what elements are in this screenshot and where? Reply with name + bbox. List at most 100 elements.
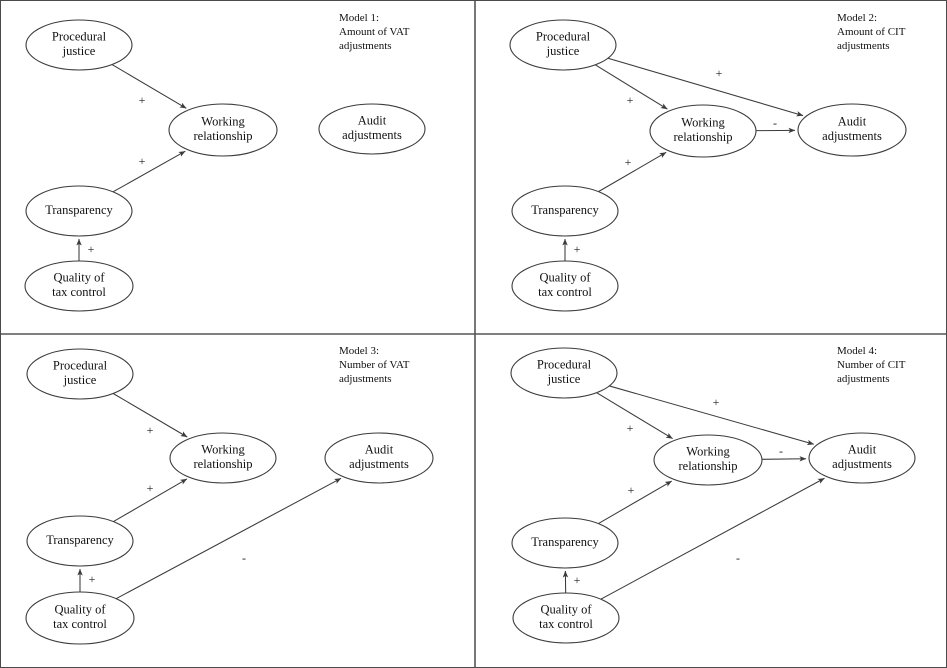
edge-pj-to-wr [112, 393, 188, 438]
node-ellipse-qt [25, 591, 135, 645]
node-label-pj: justice [547, 372, 581, 386]
edge-sign-qt-aa: - [242, 551, 246, 565]
edge-pj-to-aa [607, 57, 804, 117]
edge-pj-to-wr [596, 392, 673, 440]
edge-sign-tr-wr: + [147, 481, 154, 495]
edge-sign-pj-wr: + [627, 93, 634, 107]
node-ellipse-qt [512, 592, 620, 644]
node-tr[interactable]: Transparency [26, 515, 134, 567]
edge-sign-qt-tr: + [88, 242, 95, 256]
node-label-tr: Transparency [531, 203, 599, 217]
panel-title-line: Number of CIT [837, 359, 906, 371]
edges-model-1: + + + [76, 64, 187, 261]
node-label-aa: adjustments [832, 457, 892, 471]
panel-title-line: adjustments [339, 373, 392, 385]
node-label-tr: Transparency [46, 533, 114, 547]
edge-sign-tr-wr: + [625, 155, 632, 169]
edges-model-3: + + + - [77, 393, 342, 600]
edge-tr-to-wr [598, 480, 672, 525]
node-label-qt: Quality of [54, 603, 106, 617]
edge-pj-to-aa [609, 385, 814, 446]
node-label-pj: Procedural [53, 359, 108, 373]
edge-sign-pj-wr: + [139, 93, 146, 107]
node-label-pj: justice [546, 44, 580, 58]
node-ellipse-pj [510, 347, 618, 399]
panel-model-2: ++++-ProceduraljusticeWorkingrelationshi… [509, 12, 907, 312]
edge-sign-pj-wr: + [627, 421, 634, 435]
node-ellipse-tr [511, 517, 619, 569]
node-label-qt: Quality of [539, 271, 591, 285]
panel-title-line: Model 1: [339, 12, 379, 24]
node-ellipse-aa [797, 103, 907, 157]
node-ellipse-pj [25, 19, 133, 71]
node-label-qt: tax control [52, 285, 106, 299]
edge-sign-qt-aa: - [736, 551, 740, 565]
node-label-pj: Procedural [52, 30, 107, 44]
node-label-qt: tax control [538, 285, 592, 299]
node-label-wr: relationship [678, 459, 737, 473]
node-label-wr: Working [201, 443, 245, 457]
panel-title-line: Model 4: [837, 345, 877, 357]
panel-title-line: Number of VAT [339, 359, 410, 371]
node-tr[interactable]: Transparency [25, 185, 133, 237]
edges-model-2: ++++- [562, 57, 804, 261]
node-label-aa: Audit [848, 443, 877, 457]
edge-sign-wr-aa: - [779, 444, 783, 458]
edge-tr-to-wr [113, 478, 188, 523]
panel-model-3: + + + - ProceduraljusticeWorkingrelationship… [25, 345, 434, 645]
panel-title-line: adjustments [837, 40, 890, 52]
edge-sign-tr-wr: + [628, 483, 635, 497]
edge-tr-to-wr [112, 150, 186, 193]
node-label-wr: Working [201, 115, 245, 129]
node-label-aa: Audit [365, 443, 394, 457]
edge-sign-tr-wr: + [139, 154, 146, 168]
node-ellipse-wr [168, 103, 278, 157]
edge-sign-qt-tr: + [89, 572, 96, 586]
panel-title-line: adjustments [837, 373, 890, 385]
node-label-pj: Procedural [537, 358, 592, 372]
node-ellipse-wr [169, 432, 277, 484]
node-tr[interactable]: Transparency [511, 517, 619, 569]
node-ellipse-pj [26, 348, 134, 400]
edge-pj-to-wr [595, 64, 668, 110]
node-label-aa: adjustments [822, 129, 882, 143]
node-label-aa: adjustments [349, 457, 409, 471]
node-label-qt: tax control [539, 617, 593, 631]
node-label-qt: Quality of [540, 603, 592, 617]
panel-title-model-4: Model 4: Number of CIT adjustments [837, 345, 906, 385]
edge-sign-pj-wr: + [147, 423, 154, 437]
node-label-aa: Audit [358, 114, 387, 128]
node-label-pj: justice [63, 373, 97, 387]
node-tr[interactable]: Transparency [511, 185, 619, 237]
node-ellipse-tr [26, 515, 134, 567]
edge-sign-wr-aa: - [773, 116, 777, 130]
panel-title-line: Amount of CIT [837, 26, 906, 38]
node-ellipse-tr [511, 185, 619, 237]
edge-qt-to-aa [600, 477, 825, 600]
edge-sign-pj-aa: + [716, 66, 723, 80]
node-label-aa: adjustments [342, 128, 402, 142]
node-label-wr: relationship [673, 130, 732, 144]
panel-model-4: ++++--ProceduraljusticeWorkingrelationsh… [510, 345, 916, 644]
